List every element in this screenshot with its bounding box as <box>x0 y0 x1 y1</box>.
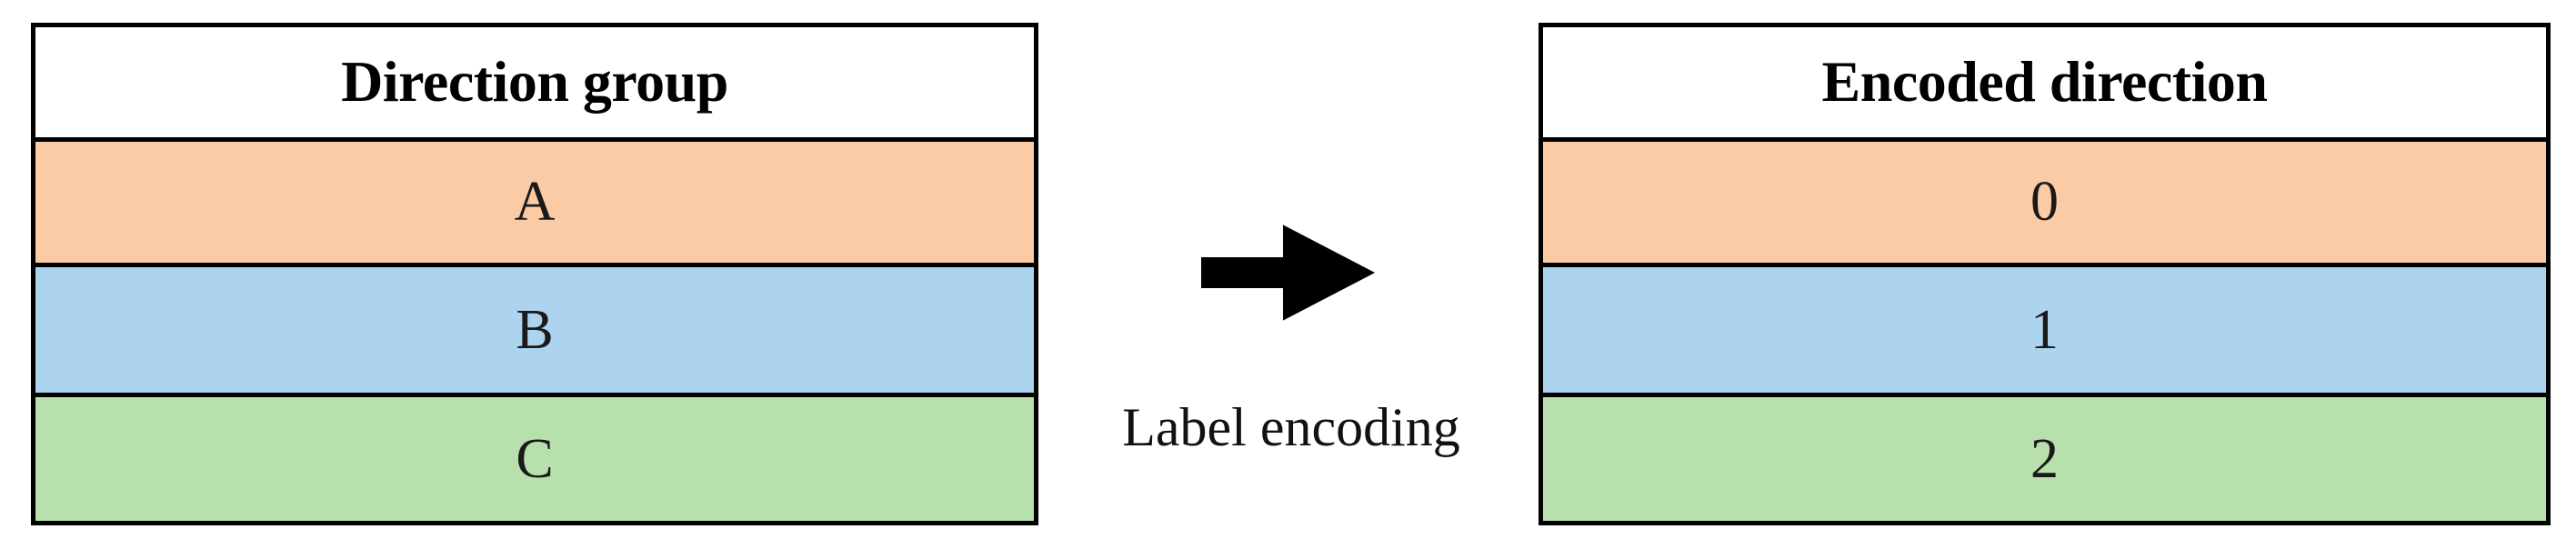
table-row: 1 <box>1543 266 2546 398</box>
table-row: A <box>35 141 1034 267</box>
encoded-direction-table: Encoded direction 0 1 2 <box>1539 23 2551 525</box>
encoded-direction-cell-2: 2 <box>2030 428 2059 491</box>
direction-group-cell-c: C <box>516 428 554 491</box>
right-arrow-icon <box>1197 221 1378 324</box>
encoded-direction-cell-1: 1 <box>2030 298 2059 361</box>
direction-group-table: Direction group A B C <box>31 23 1038 525</box>
direction-group-header-row: Direction group <box>35 27 1034 142</box>
table-row: B <box>35 266 1034 398</box>
table-row: 2 <box>1543 397 2546 521</box>
table-row: 0 <box>1543 141 2546 267</box>
label-encoding-caption: Label encoding <box>1122 397 1460 457</box>
encoded-direction-header-row: Encoded direction <box>1543 27 2546 142</box>
encoded-direction-cell-0: 0 <box>2030 171 2059 234</box>
direction-group-cell-b: B <box>516 298 554 361</box>
encoded-direction-header-label: Encoded direction <box>1821 49 2268 115</box>
direction-group-cell-a: A <box>514 171 556 234</box>
direction-group-header-label: Direction group <box>341 49 728 115</box>
table-row: C <box>35 397 1034 521</box>
